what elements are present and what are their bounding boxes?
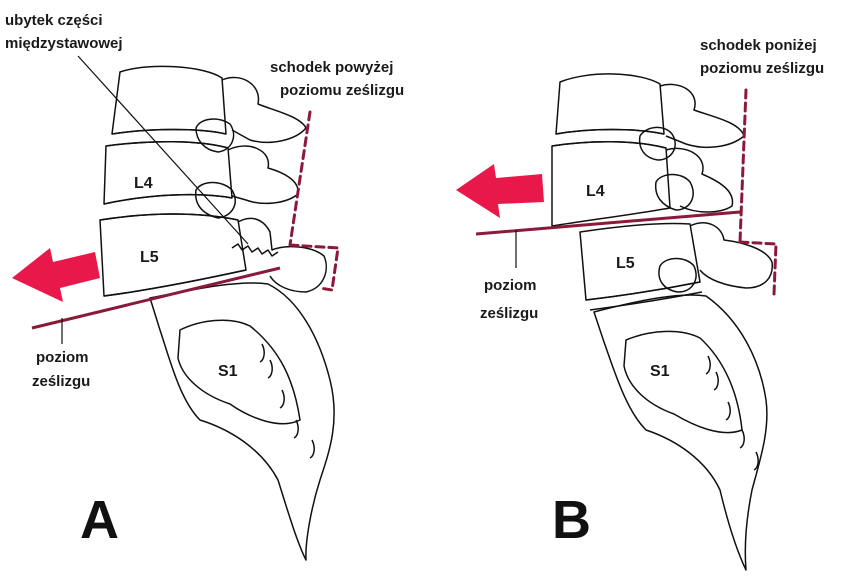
sacral-foramina-b	[705, 355, 759, 471]
step-outline-a	[288, 110, 340, 292]
vertebra-l3-body-a	[111, 65, 227, 135]
slip-direction-arrow-a	[12, 248, 100, 302]
panel-label-b: B	[552, 490, 591, 550]
posterior-elements-l4-b	[665, 147, 734, 213]
facet-l4-a	[194, 181, 236, 219]
sacrum-b	[593, 294, 768, 571]
slip-level-label-line2-b: ześlizgu	[480, 305, 538, 322]
pars-defect-label-line2-a: międzystawowej	[5, 35, 123, 52]
sacral-segment-s1-a	[177, 319, 301, 425]
sacral-foramina-a	[259, 343, 315, 459]
vertebra-l5-body-a	[99, 213, 247, 297]
step-label-line2-b: poziomu ześlizgu	[700, 60, 824, 77]
slip-level-line-a	[31, 266, 281, 330]
sacral-segment-s1-b	[623, 330, 743, 434]
step-label-line1-b: schodek poniżej	[700, 37, 817, 54]
facet-l5-b	[658, 257, 697, 293]
panel-b	[551, 73, 773, 571]
posterior-elements-l5-b	[689, 222, 773, 289]
vertebra-label-s1-b: S1	[650, 363, 670, 380]
panel-a	[99, 65, 335, 561]
panel-label-a: A	[80, 490, 119, 550]
posterior-elements-l3-b	[659, 83, 745, 149]
step-outline-b	[738, 88, 778, 296]
facet-l4-b	[654, 173, 694, 211]
disc-l3-l4-a	[105, 128, 229, 149]
vertebra-label-l4-a: L4	[134, 175, 153, 192]
facet-l3-b	[638, 126, 676, 161]
pars-defect-label-line1-a: ubytek części	[5, 12, 103, 29]
posterior-elements-l3-a	[221, 76, 307, 144]
posterior-elements-l4-a	[227, 145, 299, 205]
vertebra-label-l5-b: L5	[616, 255, 635, 272]
vertebra-l5-body-b	[579, 222, 701, 301]
slip-level-label-line2-a: ześlizgu	[32, 373, 90, 390]
vertebra-label-l5-a: L5	[140, 249, 159, 266]
vertebra-label-s1-a: S1	[218, 363, 238, 380]
slip-level-label-line1-a: poziom	[36, 349, 89, 366]
sacrum-a	[149, 282, 335, 561]
vertebra-label-l4-b: L4	[586, 183, 605, 200]
pars-defect-pointer-a	[77, 55, 249, 245]
slip-direction-arrow-b	[456, 164, 544, 218]
slip-level-label-line1-b: poziom	[484, 277, 537, 294]
slip-level-line-b	[475, 210, 741, 236]
pars-defect-zigzag-a	[231, 243, 279, 257]
step-label-line2-a: poziomu ześlizgu	[280, 82, 404, 99]
posterior-elements-l5-a	[237, 217, 327, 293]
vertebra-l3-body-b	[555, 73, 665, 135]
step-label-line1-a: schodek powyżej	[270, 59, 393, 76]
vertebra-l4-body-b	[551, 140, 671, 227]
facet-l3-a	[195, 118, 235, 153]
